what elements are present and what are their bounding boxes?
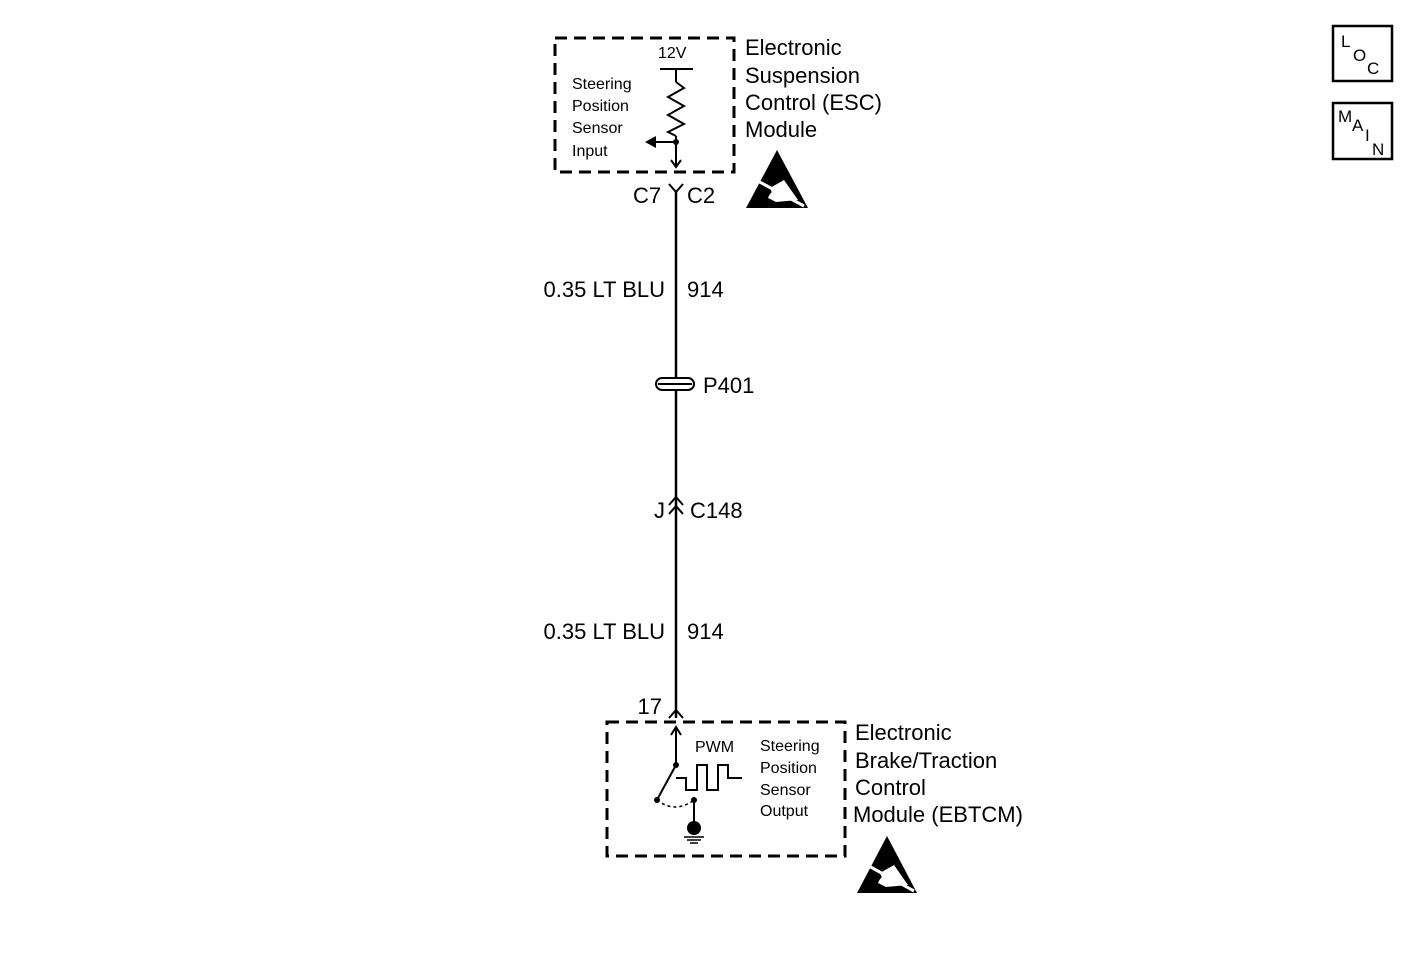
esc-voltage-label: 12V [658, 45, 687, 62]
ground-icon [687, 821, 701, 835]
ebtcm-output-line-4: Output [760, 803, 809, 820]
esc-input-line-1: Steering [572, 76, 632, 93]
inline-connector-right-label: C148 [690, 498, 743, 523]
wire-upper-gauge-color: 0.35 LT BLU [544, 277, 665, 302]
esc-connector-left-label: C7 [633, 183, 661, 208]
esc-connector-icon [668, 183, 684, 194]
loc-letter-o: O [1353, 46, 1366, 65]
esc-module-outline [553, 36, 736, 174]
esd-warning-icon [857, 836, 917, 893]
esc-connector: C7 C2 [633, 183, 715, 208]
wire-upper-circuit-number: 914 [687, 277, 724, 302]
esc-input-line-4: Input [572, 143, 608, 160]
esc-name-line-2: Suspension [745, 63, 860, 88]
esc-input-line-3: Sensor [572, 120, 623, 137]
ebtcm-module: PWM Steering Position Sensor Output Elec… [605, 720, 1023, 858]
inline-connector-c148: J C148 [654, 495, 743, 523]
splice-pack-p401: P401 [655, 373, 754, 398]
ebtcm-output-line-3: Sensor [760, 782, 811, 799]
esd-warning-icon [746, 150, 808, 208]
ebtcm-module-outline [605, 720, 847, 858]
esc-input-line-2: Position [572, 98, 629, 115]
ebtcm-pin-icon [668, 708, 684, 719]
main-letter-a: A [1352, 116, 1364, 135]
esc-connector-right-label: C2 [687, 183, 715, 208]
splice-pack-label: P401 [703, 373, 754, 398]
inline-connector-left-label: J [654, 498, 665, 523]
esc-name-line-4: Module [745, 117, 817, 142]
input-arrow-icon [645, 136, 656, 148]
main-button[interactable]: M A I N [1331, 101, 1394, 161]
inline-connector-icon [668, 495, 684, 506]
esc-name-line-1: Electronic [745, 35, 842, 60]
ebtcm-output-line-2: Position [760, 760, 817, 777]
ebtcm-name-line-4: Module (EBTCM) [853, 802, 1023, 827]
ebtcm-name-line-3: Control [855, 775, 926, 800]
wire-lower-gauge-color: 0.35 LT BLU [544, 619, 665, 644]
pullup-resistor-icon [665, 81, 687, 137]
loc-letter-c: C [1367, 59, 1379, 78]
ebtcm-output-line-1: Steering [760, 738, 820, 755]
ebtcm-signal-type: PWM [695, 739, 734, 756]
wire-lower-circuit-number: 914 [687, 619, 724, 644]
pwm-waveform-icon [676, 764, 742, 791]
switch-blade-icon [657, 764, 677, 799]
main-letter-i: I [1365, 126, 1370, 145]
loc-button[interactable]: L O C [1331, 24, 1394, 83]
ebtcm-name-line-2: Brake/Traction [855, 748, 997, 773]
esc-name-line-3: Control (ESC) [745, 90, 882, 115]
ebtcm-pin-label: 17 [638, 694, 662, 719]
esc-module: 12V Steering Position Sensor Input Elect… [553, 35, 882, 174]
ebtcm-pin-17: 17 [638, 694, 684, 719]
main-letter-n: N [1372, 140, 1384, 159]
loc-letter-l: L [1341, 32, 1350, 51]
ebtcm-name-line-1: Electronic [855, 720, 952, 745]
main-letter-m: M [1338, 107, 1352, 126]
